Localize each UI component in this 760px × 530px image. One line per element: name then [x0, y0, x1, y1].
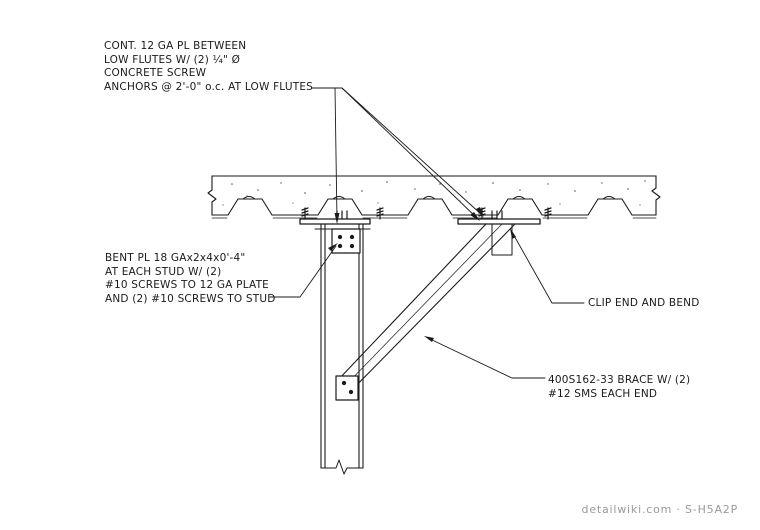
diagonal-brace [335, 223, 516, 401]
note-line: CLIP END AND BEND [588, 297, 700, 309]
steel-stud [314, 223, 371, 475]
note-line: CONT. 12 GA PL BETWEEN [104, 40, 247, 52]
concrete-speckles [222, 180, 646, 206]
note-line: 400S162-33 BRACE W/ (2) [548, 374, 691, 386]
clip-end-note: CLIP END AND BEND [588, 297, 700, 311]
bent-plate-clip [331, 228, 361, 254]
note-line: #12 SMS EACH END [548, 387, 658, 400]
note-line: BENT PL 18 GAx2x4x0'-4" [105, 252, 246, 264]
leader-arrowheads [328, 207, 516, 342]
note-line: LOW FLUTES W/ (2) ¼" Ø [104, 53, 241, 66]
note-line: CONCRETE SCREW [104, 67, 207, 79]
bent-plate-note: BENT PL 18 GAx2x4x0'-4" AT EACH STUD W/ … [105, 252, 276, 306]
note-line: AT EACH STUD W/ (2) [105, 265, 222, 278]
metal-deck-profile [211, 198, 657, 216]
note-line: #10 SCREWS TO 12 GA PLATE [105, 279, 270, 291]
plate-anchor-note: CONT. 12 GA PL BETWEEN LOW FLUTES W/ (2)… [104, 40, 313, 94]
note-line: ANCHORS @ 2'-0" o.c. AT LOW FLUTES [104, 80, 314, 93]
brace-note: 400S162-33 BRACE W/ (2) #12 SMS EACH END [548, 374, 690, 401]
watermark: detailwiki.com · S-H5A2P [581, 503, 738, 516]
brace-clip-end [491, 223, 513, 256]
continuous-12ga-plate [299, 218, 541, 225]
note-line: AND (2) #10 SCREWS TO STUD [105, 292, 276, 305]
concrete-screw-anchors [301, 207, 552, 220]
concrete-slab [207, 175, 661, 219]
leader-lines [269, 87, 585, 379]
